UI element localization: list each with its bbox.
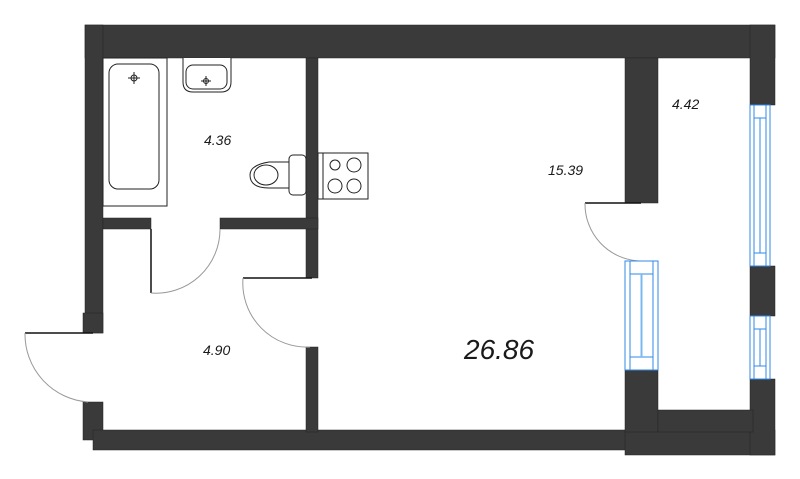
doors xyxy=(24,202,641,403)
total-area: 26.86 xyxy=(464,334,535,365)
area-loggia: 4.42 xyxy=(672,96,700,112)
sink xyxy=(182,58,232,93)
fixtures xyxy=(102,57,369,207)
toilet xyxy=(249,154,307,196)
area-bathroom: 4.36 xyxy=(204,132,232,148)
walls xyxy=(82,24,776,456)
area-hallway: 4.90 xyxy=(203,342,231,358)
windows xyxy=(624,104,771,380)
stove xyxy=(317,152,369,200)
bathtub xyxy=(102,57,168,207)
area-living-room: 15.39 xyxy=(548,162,584,178)
